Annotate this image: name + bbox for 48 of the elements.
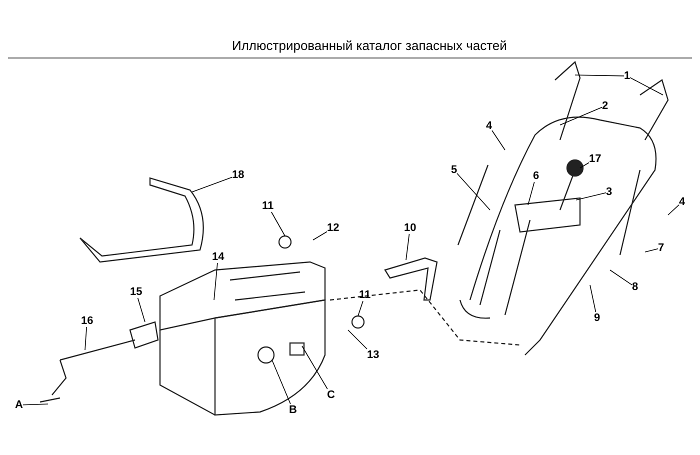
leader-line (22, 404, 48, 406)
callout-number: 8 (632, 281, 638, 293)
leader-line (272, 360, 291, 404)
callout-number: B (289, 404, 297, 416)
leader-line (492, 130, 506, 150)
leader-line (358, 300, 364, 316)
leader-line (214, 262, 218, 300)
callout-number: 7 (658, 242, 664, 254)
leader-line (348, 330, 368, 350)
callout-number: 13 (367, 349, 380, 361)
leader-line (192, 176, 232, 192)
callout-number: C (327, 389, 335, 401)
callout-number: 17 (589, 153, 602, 165)
leader-line (406, 234, 410, 260)
leader-line (644, 248, 658, 252)
callout-number: 10 (404, 222, 416, 234)
leader-line (574, 74, 624, 76)
callout-number: A (15, 399, 23, 411)
callout-number: 1 (624, 70, 630, 82)
callout-number: 9 (594, 312, 600, 324)
leader-line (668, 204, 680, 216)
callout-number: 16 (81, 315, 94, 327)
callout-number: 18 (232, 169, 244, 181)
leader-line (302, 346, 328, 390)
callout-number: 5 (451, 164, 458, 176)
callout-number: 12 (327, 222, 340, 234)
leader-line (610, 270, 632, 286)
callout-number: 11 (359, 289, 371, 301)
leader-line (576, 192, 606, 200)
callout-number: 15 (130, 286, 142, 298)
leader-line (84, 326, 87, 350)
callout-number: 14 (212, 251, 224, 263)
leader-line (560, 106, 602, 126)
leader-line (630, 77, 664, 96)
callout-number: 6 (533, 170, 540, 182)
catalog-title: Иллюстрированный каталог запасных частей (232, 38, 507, 53)
leader-line (528, 182, 535, 206)
leader-line (312, 231, 328, 240)
leader-line (137, 298, 146, 322)
callout-number: 4 (679, 196, 686, 208)
callout-number: 2 (602, 100, 608, 112)
leader-line (456, 172, 490, 210)
callout-number: 4 (486, 120, 492, 132)
callout-number: 11 (262, 200, 274, 212)
callout-number: 3 (606, 186, 612, 198)
leader-line (590, 284, 596, 312)
leader-line (580, 162, 590, 168)
leader-line (271, 212, 286, 236)
